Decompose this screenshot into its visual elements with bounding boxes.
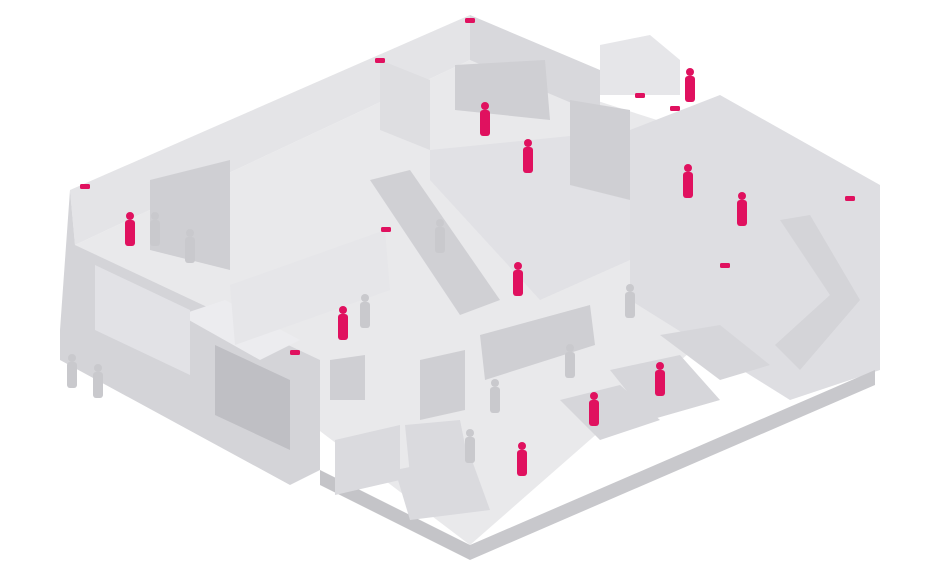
office-stairs [775,215,860,370]
clothing-room-wall [230,230,390,345]
shelving-units [150,60,630,420]
security-camera-icon [465,18,475,23]
highlighted-person-icon [125,212,135,246]
highlighted-person-icon [737,192,747,226]
highlighted-person-icon [685,68,695,102]
produce-stands [335,420,490,520]
highlighted-person-icon [523,139,533,173]
people-layer [67,68,747,476]
person-figure-icon [93,364,103,398]
person-figure-icon [67,354,77,388]
security-camera-icon [635,93,645,98]
person-figure-icon [185,229,195,263]
person-figure-icon [360,294,370,328]
security-camera-icon [845,196,855,201]
security-camera-icon [670,106,680,111]
camera-layer [80,18,855,355]
highlighted-person-icon [338,306,348,340]
person-figure-icon [625,284,635,318]
highlighted-person-icon [513,262,523,296]
stock-room-wall [380,60,430,150]
person-figure-icon [490,379,500,413]
front-right-wall [470,370,875,560]
person-figure-icon [465,429,475,463]
highlighted-person-icon [480,102,490,136]
person-figure-icon [150,212,160,246]
highlighted-person-icon [655,362,665,396]
entrance-doors [215,345,290,450]
security-camera-icon [381,227,391,232]
security-camera-icon [290,350,300,355]
security-camera-icon [80,184,90,189]
person-figure-icon [435,219,445,253]
highlighted-person-icon [589,392,599,426]
security-camera-icon [720,263,730,268]
delivery-truck [600,35,680,95]
security-camera-icon [375,58,385,63]
shop-window [95,265,190,375]
front-bottom-wall [320,470,470,560]
highlighted-person-icon [517,442,527,476]
person-figure-icon [565,344,575,378]
highlighted-person-icon [683,164,693,198]
